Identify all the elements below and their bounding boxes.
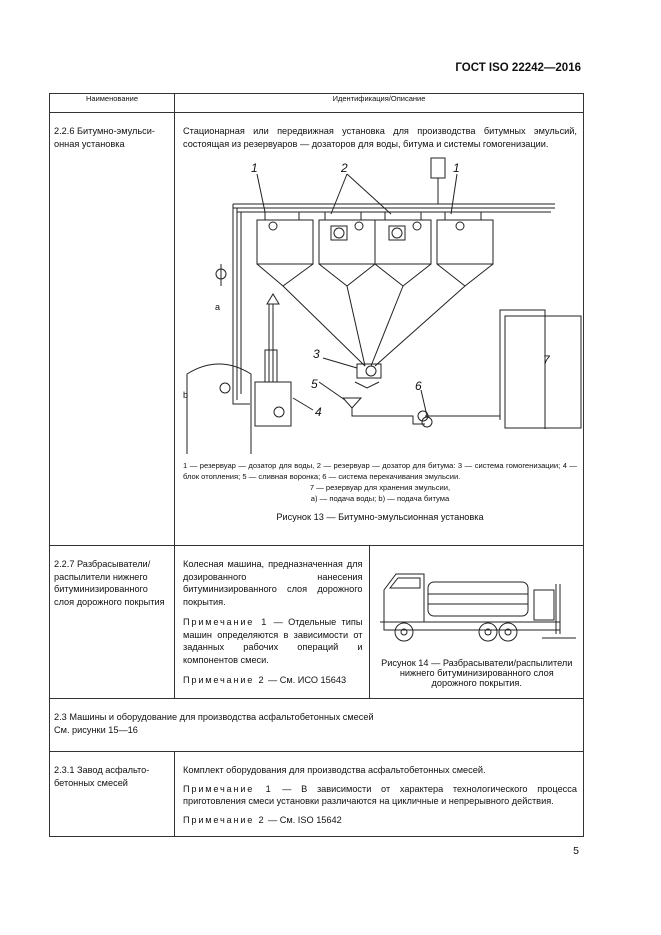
definitions-table: Наименование Идентификация/Описание 2.2.… [49,93,584,837]
term-description: Колесная машина, предназначенная для доз… [183,559,363,607]
fig-label-1b: 1 [453,161,460,175]
page-number: 5 [573,845,579,857]
fig-label-b: b [183,390,188,400]
note-2: Примечание 2 — См. ИСО 15643 [175,666,369,687]
note-2-text: — См. ISO 15642 [268,814,342,825]
term-description: Комплект оборудования для производства а… [183,765,486,775]
description-cell: Комплект оборудования для производства а… [174,751,584,837]
figure-13-legend: 1 — резервуар — дозатор для воды, 2 — ре… [183,461,577,481]
figure-14-caption: Рисунок 14 — Разбрасыватели/распылители … [381,658,573,688]
note-1: Примечание 1 — Отдельные типы машин опре… [175,608,369,666]
term-description: Стационарная или передвижная установка д… [183,126,577,149]
column-header-description: Идентификация/Описание [174,93,584,113]
tank-water-1 [256,219,314,265]
table-row: 2.2.6 Битумно-эмульси-онная установка Ст… [49,112,584,546]
table-row: 2.3 Машины и оборудование для производст… [49,698,584,752]
drain-funnel [341,397,363,409]
term-name: 2.2.6 Битумно-эмульси-онная установка [54,126,155,149]
homogenizer [356,363,382,379]
note-2-label: Примечание 2 [183,814,266,825]
table-row: 2.3.1 Завод асфальто-бетонных смесей Ком… [49,751,584,837]
table-row: 2.2.7 Разбрасыватели/ распылители нижнег… [49,545,584,699]
note-2-text: — См. ИСО 15643 [268,675,347,685]
emulsion-storage-tank [504,315,582,429]
fig-label-6: 6 [415,379,422,393]
distributor-truck-drawing [379,573,576,642]
note-1-text: — Отдельные типы машин определяются в за… [183,617,363,665]
figure-13: 1 2 1 3 5 6 4 7 a b [175,154,583,460]
fig-label-2: 2 [340,161,348,175]
term-name: 2.3.1 Завод асфальто-бетонных смесей [54,765,150,788]
column-header-name: Наименование [49,93,175,113]
section-see: См. рисунки 15—16 [54,725,138,735]
note-2-label: Примечание 2 [183,675,266,685]
note-1-label: Примечание 1 [183,617,269,627]
description-cell: Колесная машина, предназначенная для доз… [174,545,584,699]
fig-label-7: 7 [543,353,551,367]
figure-13-caption: Рисунок 13 — Битумно-эмульсионная устано… [276,512,484,522]
term-cell: 2.2.6 Битумно-эмульси-онная установка [49,112,175,546]
note-1: Примечание 1 — В зависимости от характер… [175,777,583,808]
table-header-row: Наименование Идентификация/Описание [49,93,584,113]
section-title: 2.3 Машины и оборудование для производст… [54,712,374,722]
note-2: Примечание 2 — См. ISO 15642 [175,808,583,827]
heating-block [254,381,292,427]
standard-number: ГОСТ ISO 22242—2016 [455,62,581,74]
tank-bitumen-2 [374,219,432,265]
section-cell: 2.3 Машины и оборудование для производст… [49,698,584,752]
term-cell: 2.3.1 Завод асфальто-бетонных смесей [49,751,175,837]
fig-label-5: 5 [311,377,318,391]
row-227-split: Колесная машина, предназначенная для доз… [175,546,584,698]
figure-13-legend-line2: 7 — резервуар для хранения эмульсии, [309,483,451,492]
description-cell: Стационарная или передвижная установка д… [174,112,584,546]
fig-label-3: 3 [313,347,320,361]
tank-water-2 [436,219,494,265]
truck-tank [427,581,528,617]
figure-13-legend-line3: a) — подача воды; b) — подача битума [310,494,450,503]
note-1-text: — В зависимости от характера технологиче… [183,783,577,807]
fig-label-a: a [215,302,220,312]
term-cell: 2.2.7 Разбрасыватели/ распылители нижнег… [49,545,175,699]
note-1-label: Примечание 1 [183,783,273,794]
fig-label-4: 4 [315,405,322,419]
emulsion-plant-diagram: 1 2 1 3 5 6 4 7 a b [183,157,582,454]
term-name: 2.2.7 Разбрасыватели/ распылители нижнег… [54,559,165,607]
fig-label-1a: 1 [251,161,258,175]
emulsion-pump [421,416,433,428]
